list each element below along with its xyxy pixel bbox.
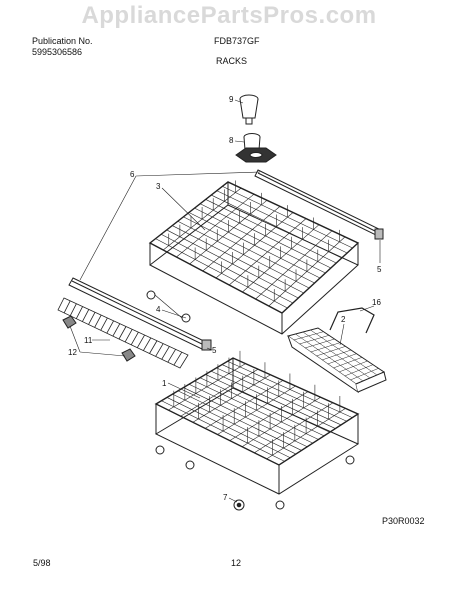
section-title: RACKS: [216, 56, 248, 66]
lower-rack-wire: [205, 380, 284, 429]
lower-rack-wire: [180, 368, 259, 417]
callout-1: 1: [162, 379, 167, 388]
tine-row-wire: [112, 323, 121, 337]
part-3-upper-rack: [148, 180, 360, 335]
publication-number: 5995306586: [32, 47, 83, 57]
tine-row-wire: [130, 332, 139, 345]
callout-6: 6: [130, 170, 135, 179]
lower-rack-wire: [254, 402, 334, 454]
footer-page-number: 12: [231, 558, 242, 568]
basket-wire: [344, 364, 374, 377]
tine-row-wire: [124, 329, 133, 343]
callout-3: 3: [156, 182, 161, 191]
callout-7: 7: [223, 493, 228, 502]
callout-8: 8: [229, 136, 234, 145]
tine-row-wire: [149, 340, 158, 354]
diagram-code: P30R0032: [382, 516, 425, 526]
tine-row-wire: [143, 337, 152, 351]
tine-row-wire: [136, 334, 145, 348]
basket-wire: [333, 357, 363, 369]
basket-wire: [316, 346, 346, 357]
callout-2: 2: [341, 315, 346, 324]
upper-rack-wire: [255, 230, 333, 300]
tine-row-wire: [173, 351, 183, 366]
part-6-left-rail: [68, 277, 212, 351]
basket-wire: [327, 353, 357, 365]
part-8-connector: [235, 133, 277, 163]
tine-row-wire: [118, 326, 127, 340]
model-number: FDB737GF: [214, 36, 260, 46]
tine-row-wire: [75, 306, 83, 319]
callouts: 9 8 6 3 5 16 4 2 11 12 5 1 7: [68, 95, 382, 502]
part-9-cup: [239, 94, 259, 125]
footer-date: 5/98: [33, 558, 51, 568]
part-16-basket-handle: [329, 307, 375, 334]
tine-row-wire: [69, 303, 77, 316]
callout-9: 9: [229, 95, 234, 104]
basket-wire: [299, 335, 330, 345]
basket-wire: [293, 331, 324, 341]
publication-label: Publication No.: [32, 36, 93, 46]
tine-row-wire: [63, 300, 71, 314]
tine-row-wire: [82, 309, 90, 322]
callout-5-right: 5: [377, 265, 382, 274]
basket-wire: [350, 368, 379, 381]
part-6-right-rail: [254, 169, 384, 240]
callout-4: 4: [156, 305, 161, 314]
upper-rack-wire: [229, 218, 307, 286]
basket-wire: [321, 349, 352, 361]
callout-16: 16: [372, 298, 381, 307]
upper-rack-wire: [202, 206, 281, 272]
callout-12: 12: [68, 348, 77, 357]
watermark: AppliancePartsPros.com: [81, 2, 377, 29]
part-11-tine-row: [57, 297, 189, 369]
tine-row-wire: [161, 346, 170, 360]
tine-row-wire: [106, 320, 114, 334]
callout-5-left: 5: [212, 346, 217, 355]
callout-11: 11: [84, 336, 93, 345]
tine-row-wire: [88, 312, 96, 325]
tine-row-wire: [100, 317, 108, 331]
lower-rack-wire: [229, 391, 309, 441]
basket-wire: [310, 342, 341, 353]
upper-rack-wire: [176, 193, 255, 258]
part-12-clips: [62, 315, 136, 362]
tine-row-wire: [167, 349, 176, 363]
basket-wire: [338, 360, 368, 373]
part-2-silverware-basket: [286, 327, 387, 394]
tine-row-wire: [94, 314, 102, 328]
basket-wire: [304, 338, 335, 349]
part-1-lower-rack: [154, 350, 360, 510]
leader-lines: [69, 99, 381, 503]
part-7-wheel: [233, 499, 245, 511]
tine-row-wire: [155, 343, 164, 357]
